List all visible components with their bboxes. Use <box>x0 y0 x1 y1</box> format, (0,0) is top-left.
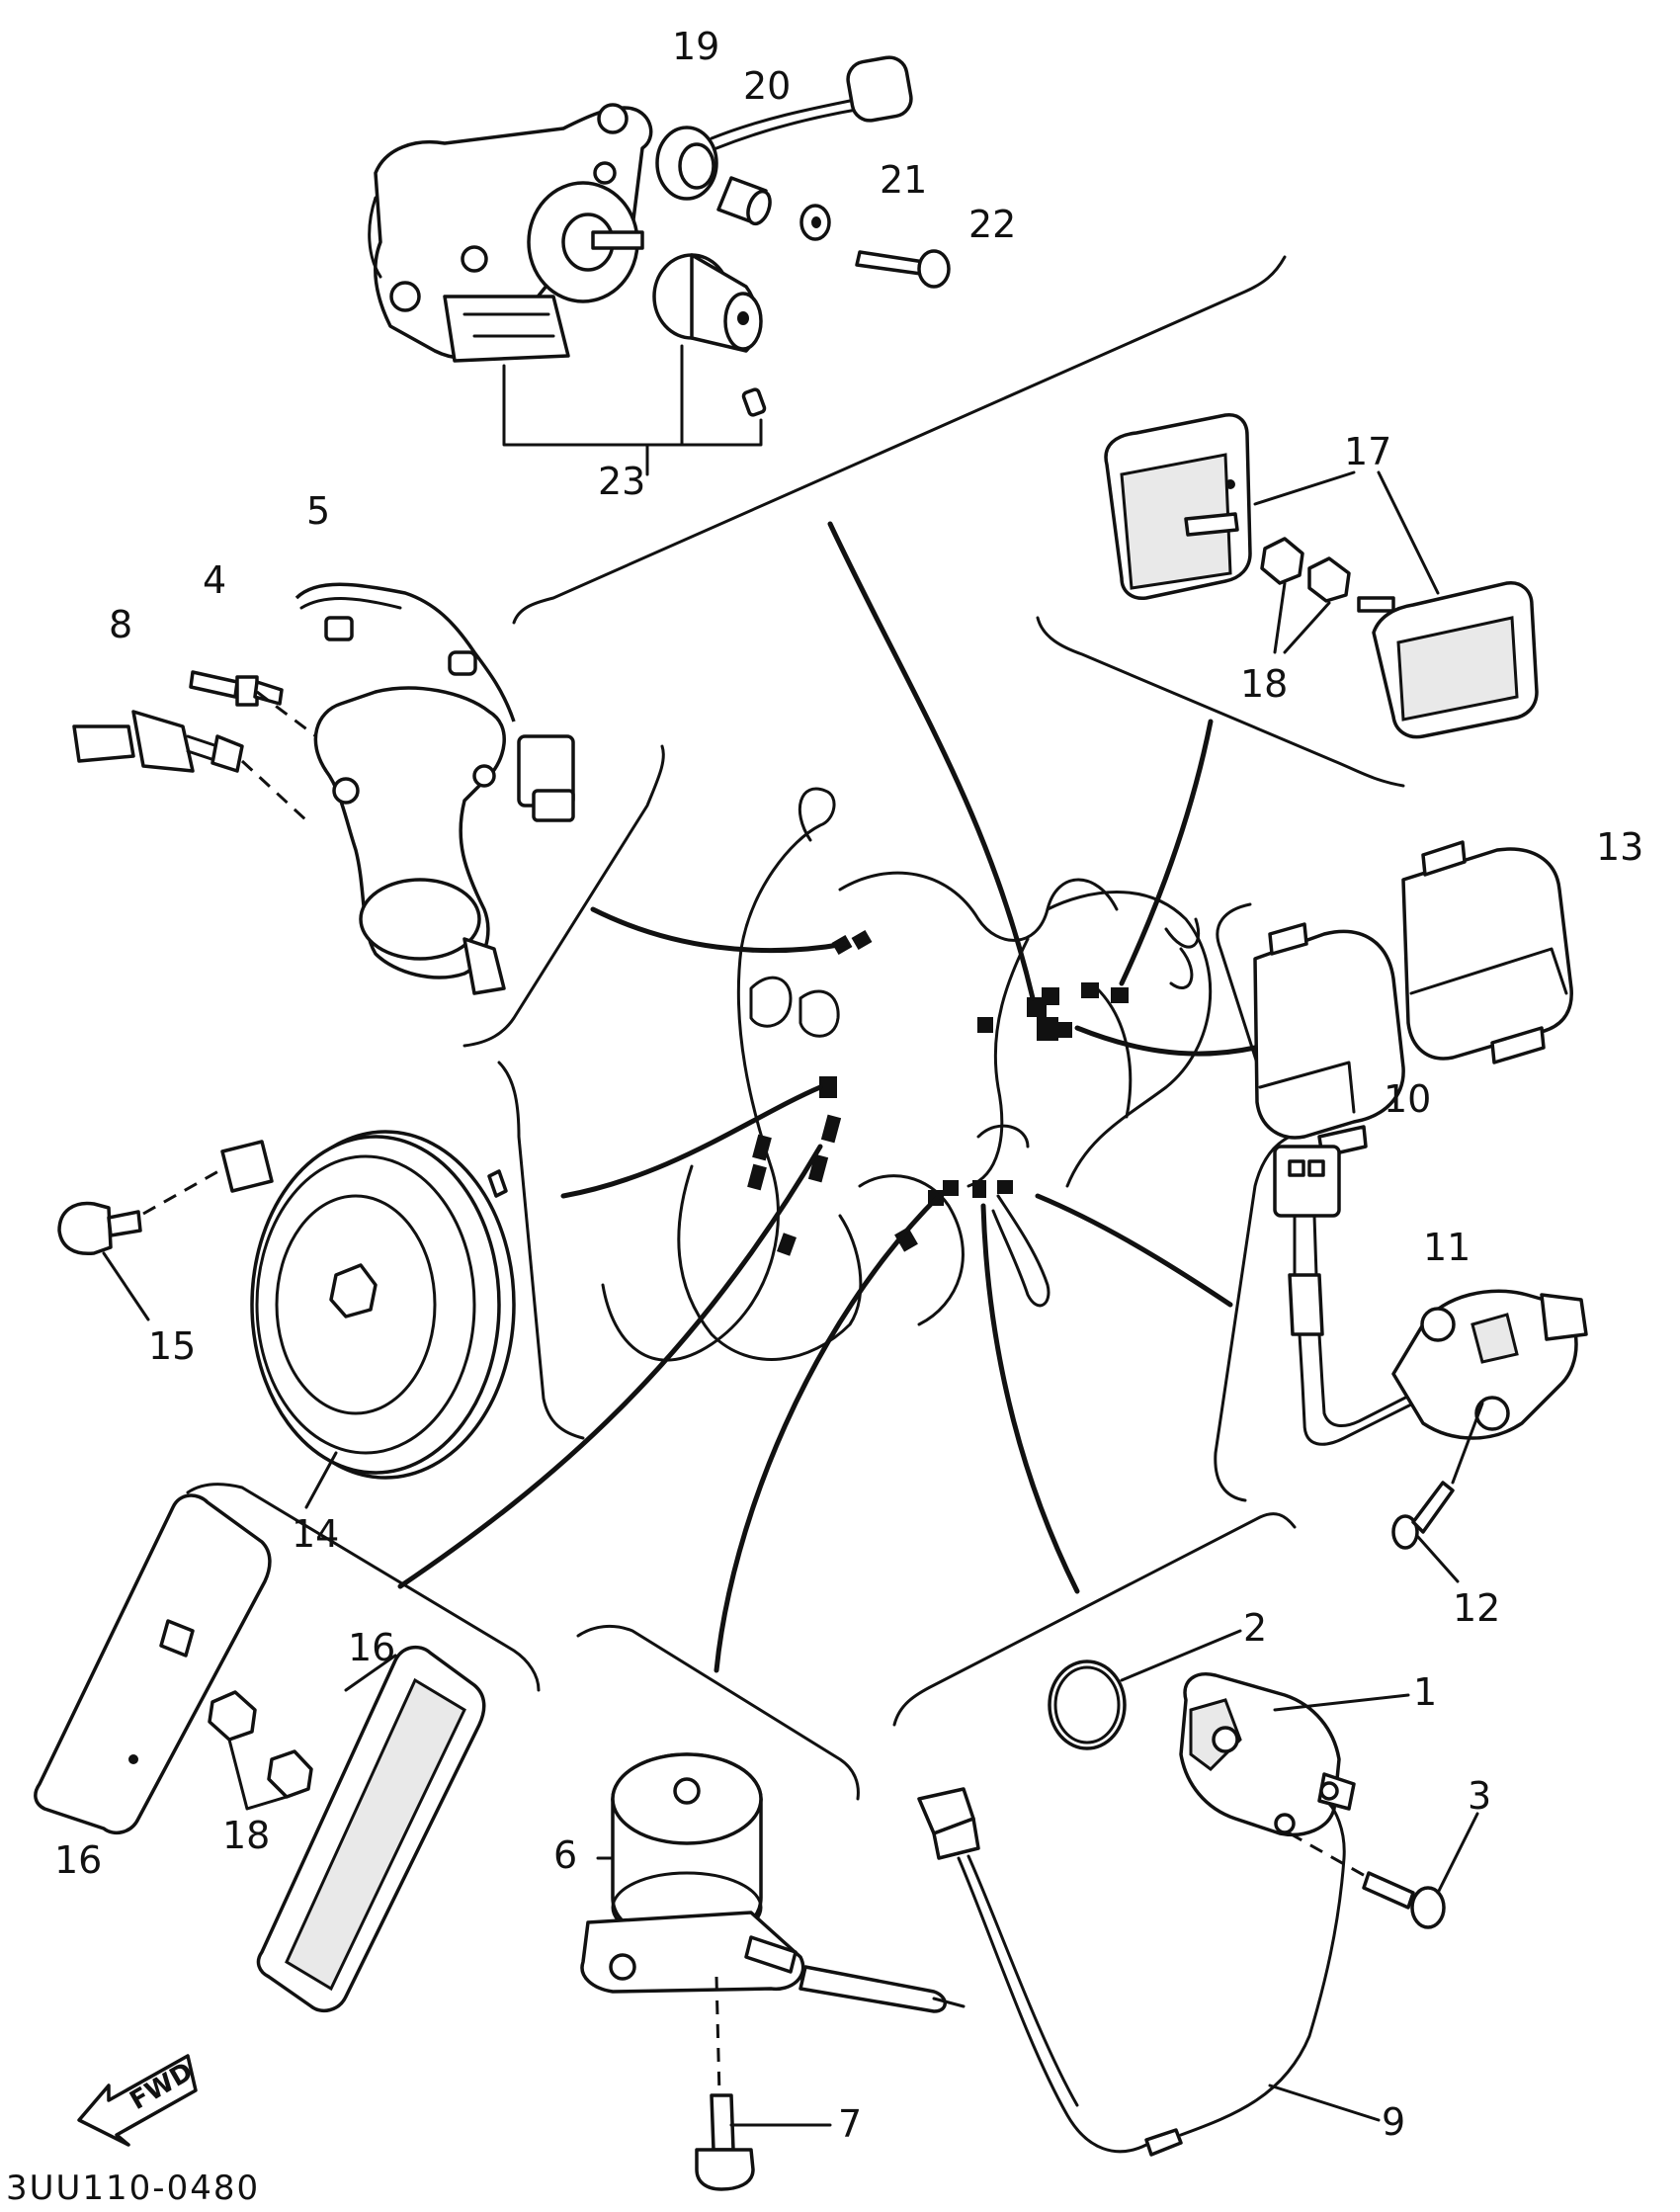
relay-13 <box>1401 840 1573 1064</box>
callout-2: 2 <box>1243 1606 1267 1650</box>
screw-12 <box>1391 1402 1484 1583</box>
thermo-dashes <box>240 690 317 822</box>
callout-15: 15 <box>148 1324 196 1368</box>
temp-sensor-4 <box>189 670 284 707</box>
connector-cluster <box>747 929 1129 1256</box>
pickup-coil-1 <box>1179 1672 1410 1836</box>
callout-17: 17 <box>1344 430 1391 473</box>
lead-wire-9 <box>917 1787 1381 2157</box>
neutral-switch-11 <box>1273 1145 1588 1446</box>
reflector-16-left <box>34 1493 272 1835</box>
callout-1: 1 <box>1413 1670 1437 1714</box>
callout-22: 22 <box>968 203 1016 246</box>
leader-23 <box>502 344 763 476</box>
callout-16a: 16 <box>54 1838 102 1882</box>
group-boundaries <box>186 255 1405 1801</box>
callout-16b: 16 <box>348 1626 395 1669</box>
callout-13: 13 <box>1596 825 1643 869</box>
bushing-19 <box>655 126 718 201</box>
grommet-23 <box>652 253 767 417</box>
callout-11: 11 <box>1423 1226 1470 1269</box>
pin-20 <box>716 176 772 226</box>
callout-7: 7 <box>838 2102 862 2146</box>
callout-18a: 18 <box>1240 662 1288 706</box>
callout-14: 14 <box>292 1512 339 1556</box>
reflector-17-left <box>1104 413 1252 600</box>
callout-labels: 1 2 3 4 5 6 7 8 9 10 11 12 13 14 15 16 1… <box>54 25 1643 2146</box>
callout-23: 23 <box>598 460 645 503</box>
washer-21 <box>799 204 831 241</box>
thermo-switch-8 <box>72 710 244 773</box>
leaders-17-18 <box>1253 470 1440 654</box>
callout-12: 12 <box>1453 1586 1500 1630</box>
reflector-16-right <box>256 1645 486 2013</box>
actuator-assembly <box>368 103 653 363</box>
callout-8: 8 <box>109 603 132 646</box>
callout-9: 9 <box>1382 2100 1405 2144</box>
bolt-15 <box>57 1164 228 1256</box>
callout-20: 20 <box>743 64 791 108</box>
motorcycle-frame-outline <box>601 787 1213 1362</box>
cable-connector-top <box>710 55 913 150</box>
nut-18-top <box>1260 537 1351 603</box>
callout-21: 21 <box>880 158 927 202</box>
fwd-arrow: FWD <box>77 2054 198 2147</box>
bolt-22 <box>855 249 951 289</box>
gasket-2 <box>1048 1629 1242 1750</box>
nut-18-bottom <box>208 1654 397 1811</box>
callout-19: 19 <box>672 25 719 68</box>
screw-3 <box>1289 1812 1479 1929</box>
thermo-wire-5 <box>294 582 575 822</box>
callout-18b: 18 <box>222 1814 270 1857</box>
relay-10 <box>1253 922 1405 1158</box>
leader-15-14 <box>102 1251 338 1509</box>
callout-10: 10 <box>1384 1077 1431 1121</box>
reflector-17-right <box>1357 581 1539 739</box>
callout-3: 3 <box>1468 1774 1491 1818</box>
callout-6: 6 <box>553 1833 577 1877</box>
thermo-housing <box>313 686 506 995</box>
solenoid-6 <box>580 1752 966 2013</box>
wire-leads <box>397 521 1258 1673</box>
callout-5: 5 <box>306 489 330 533</box>
callout-4: 4 <box>203 558 226 602</box>
bolt-7 <box>596 1856 832 2191</box>
diagram-code: 3UU110-0480 <box>6 2169 260 2208</box>
horn-14 <box>220 1130 516 1480</box>
